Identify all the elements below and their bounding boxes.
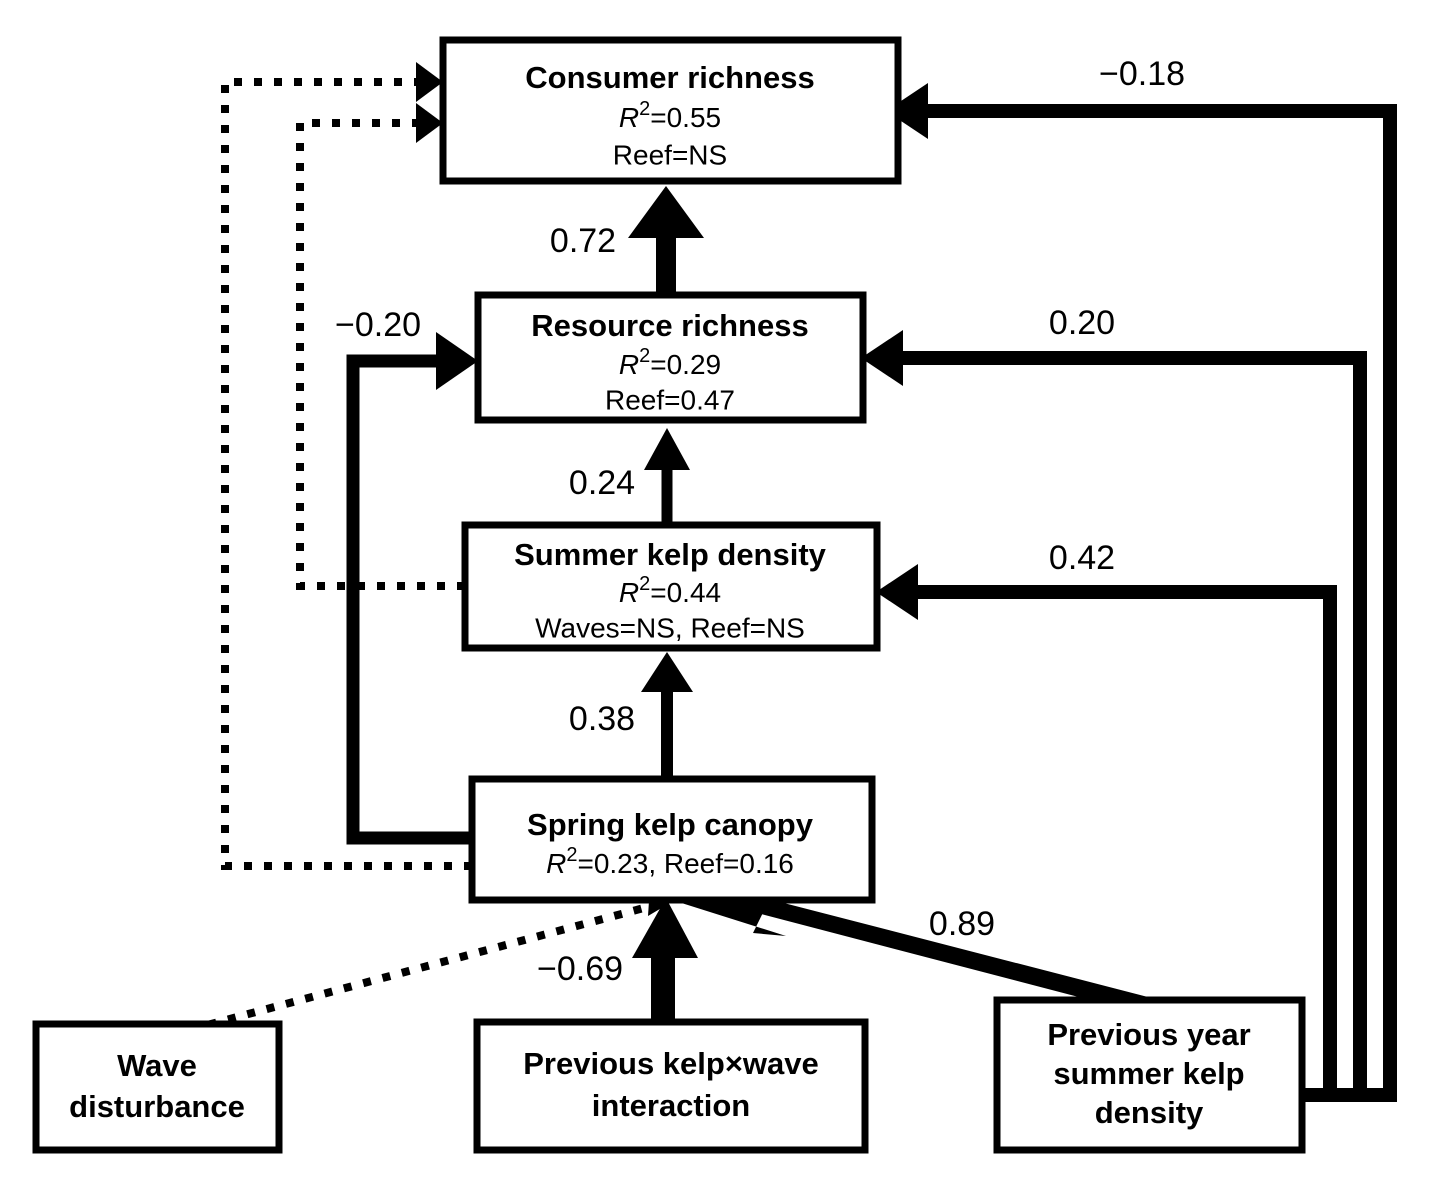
node-wave-disturbance[interactable]: Wave disturbance bbox=[32, 1020, 283, 1154]
node-title-resource-richness: Resource richness bbox=[531, 308, 808, 343]
node-title-spring-kelp-canopy: Spring kelp canopy bbox=[527, 807, 814, 842]
node-spring-kelp-canopy[interactable]: Spring kelp canopy R2=0.23, Reef=0.16 bbox=[468, 775, 876, 904]
node-title-summer-kelp-density: Summer kelp density bbox=[514, 537, 827, 572]
coef-label-prevyear-to-spring: 0.89 bbox=[929, 905, 995, 943]
path-prevyear-to-summer bbox=[876, 564, 1337, 1102]
coef-label-prevyear-to-consumer: −0.18 bbox=[1099, 55, 1185, 93]
node-summer-kelp-density[interactable]: Summer kelp density R2=0.44 Waves=NS, Re… bbox=[461, 521, 881, 652]
coef-label-spring-to-resource: −0.20 bbox=[335, 306, 421, 344]
coef-label-spring-to-summer: 0.38 bbox=[569, 700, 635, 738]
node-title-wave-disturbance-line1: Wave bbox=[117, 1048, 197, 1083]
node-line3-consumer-richness: Reef=NS bbox=[613, 139, 727, 170]
node-title-prevyear-line3: density bbox=[1095, 1095, 1204, 1130]
path-interaction-to-spring bbox=[632, 898, 698, 1022]
coef-label-prevyear-to-resource: 0.20 bbox=[1049, 304, 1115, 342]
path-spring-to-consumer bbox=[221, 62, 472, 870]
node-title-consumer-richness: Consumer richness bbox=[525, 60, 814, 95]
node-line3-resource-richness: Reef=0.47 bbox=[605, 384, 735, 415]
node-previous-year-summer-kelp-density[interactable]: Previous year summer kelp density bbox=[993, 996, 1306, 1154]
node-title-interaction-line1: Previous kelp×wave bbox=[523, 1046, 819, 1081]
node-title-wave-disturbance-line2: disturbance bbox=[69, 1089, 245, 1124]
path-summer-to-consumer bbox=[296, 103, 465, 590]
node-r2-spring-kelp-canopy: R2=0.23, Reef=0.16 bbox=[546, 844, 794, 879]
node-consumer-richness[interactable]: Consumer richness R2=0.55 Reef=NS bbox=[439, 36, 902, 185]
path-summer-to-resource bbox=[644, 428, 690, 525]
node-r2-consumer-richness: R2=0.55 bbox=[619, 98, 721, 133]
path-prevyear-to-resource bbox=[861, 330, 1367, 1102]
node-previous-kelp-wave-interaction[interactable]: Previous kelp×wave interaction bbox=[473, 1018, 869, 1154]
coef-label-interaction-to-spring: −0.69 bbox=[537, 950, 623, 988]
node-title-prevyear-line2: summer kelp bbox=[1053, 1056, 1244, 1091]
node-line3-summer-kelp-density: Waves=NS, Reef=NS bbox=[535, 612, 805, 643]
coef-label-summer-to-resource: 0.24 bbox=[569, 464, 635, 502]
coef-label-prevyear-to-summer: 0.42 bbox=[1049, 539, 1115, 577]
node-title-interaction-line2: interaction bbox=[592, 1088, 750, 1123]
path-spring-to-resource bbox=[346, 332, 478, 845]
path-spring-to-summer bbox=[641, 652, 693, 779]
node-title-prevyear-line1: Previous year bbox=[1047, 1017, 1250, 1052]
node-resource-richness[interactable]: Resource richness R2=0.29 Reef=0.47 bbox=[474, 291, 867, 424]
node-r2-summer-kelp-density: R2=0.44 bbox=[619, 573, 721, 608]
node-r2-resource-richness: R2=0.29 bbox=[619, 345, 721, 380]
path-resource-to-consumer bbox=[628, 186, 704, 295]
coef-label-resource-to-consumer: 0.72 bbox=[550, 222, 616, 260]
